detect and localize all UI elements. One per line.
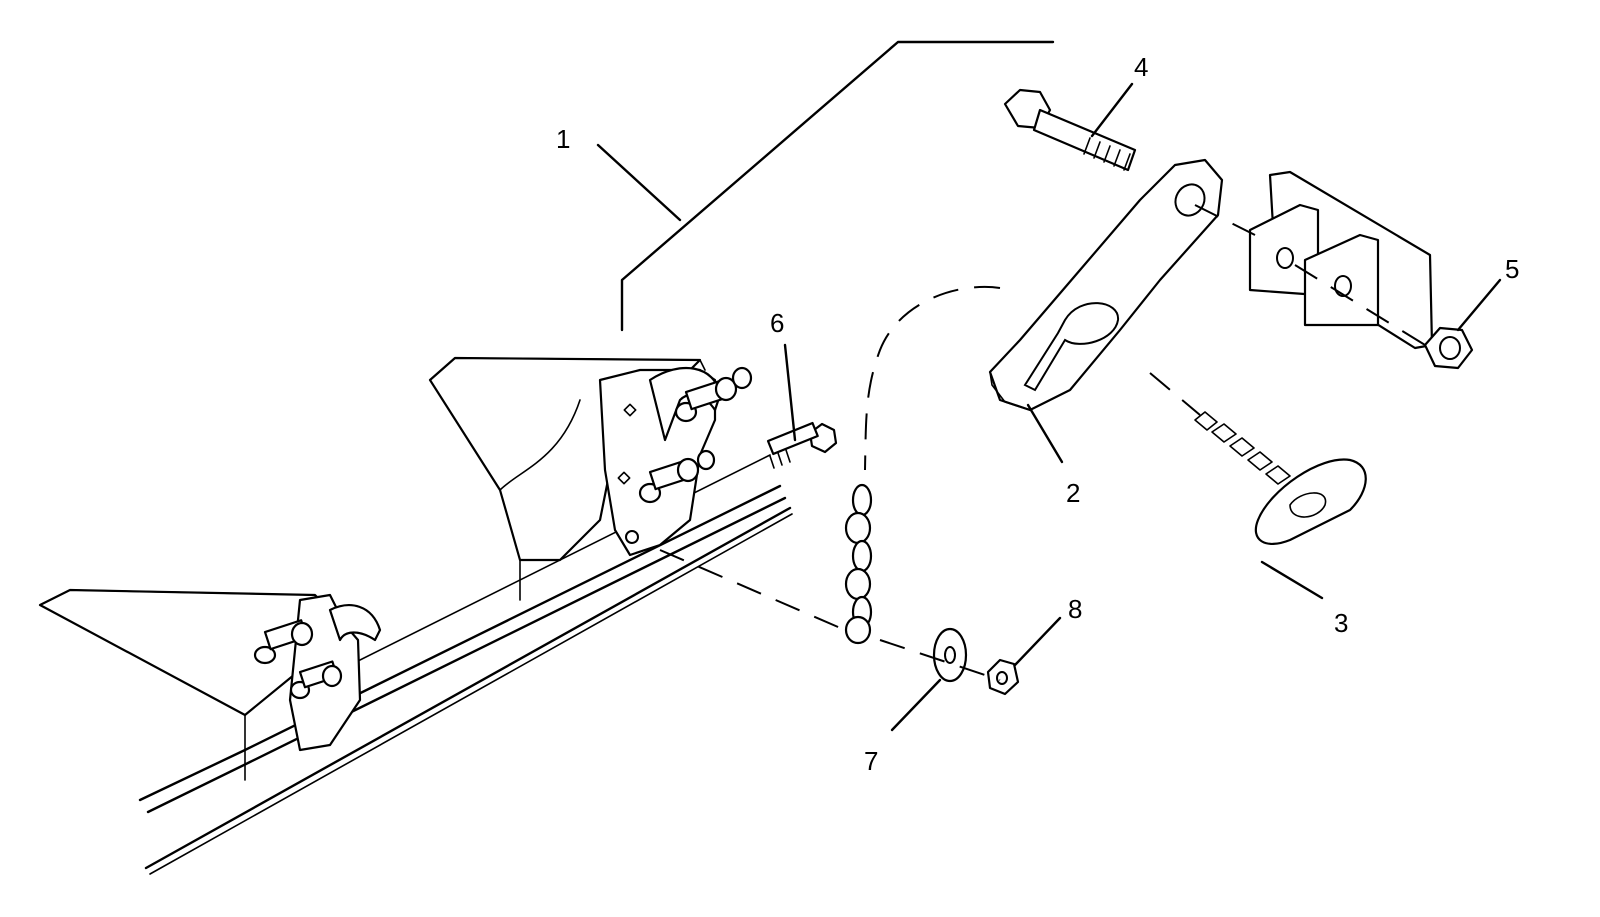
clevis-mount — [1248, 170, 1434, 350]
chain — [844, 483, 873, 645]
callout-4: 4 — [1134, 52, 1148, 82]
callout-2: 2 — [1066, 478, 1080, 508]
bolt-4 — [1003, 88, 1137, 172]
callout-6: 6 — [770, 308, 784, 338]
callout-8: 8 — [1068, 594, 1082, 624]
washer-7 — [932, 627, 968, 683]
lynch-pin-3 — [1194, 411, 1367, 545]
bolt-6 — [766, 421, 838, 469]
callout-5: 5 — [1505, 254, 1519, 284]
frame-assembly — [38, 356, 793, 875]
callout-3: 3 — [1334, 608, 1348, 638]
leader-lines — [596, 40, 1502, 732]
lever-bracket-2 — [988, 158, 1224, 412]
nut-5 — [1423, 326, 1474, 370]
nut-8 — [986, 658, 1020, 696]
callout-7: 7 — [864, 746, 878, 776]
callout-1: 1 — [556, 124, 570, 154]
assembly-lines — [659, 204, 1426, 681]
callout-labels: 1 2 3 4 5 6 7 8 — [556, 52, 1519, 776]
